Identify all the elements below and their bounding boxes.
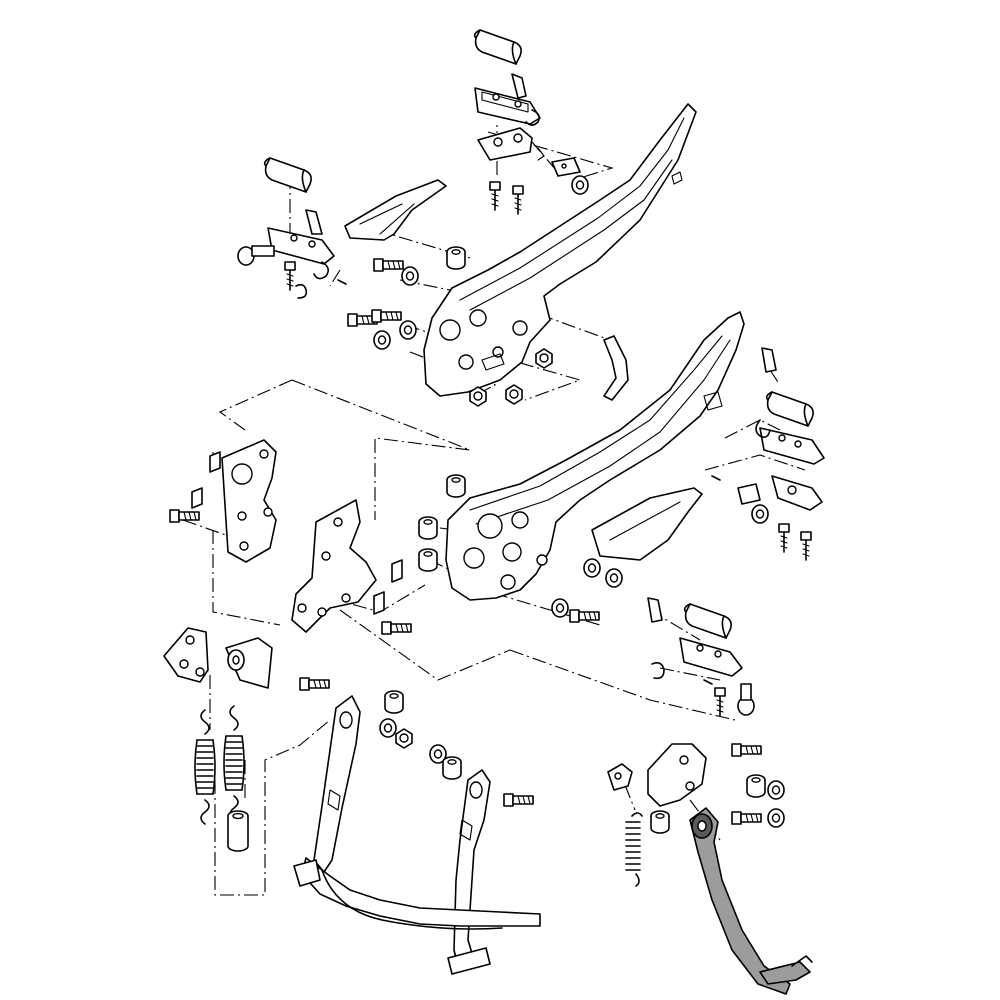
bolt [503, 793, 534, 807]
side-stand[interactable] [689, 807, 813, 995]
heel-guard-rib [359, 203, 415, 235]
heel-guard [591, 487, 703, 561]
bolt [512, 185, 524, 215]
cotter-pin [711, 475, 721, 481]
left-mount-plate [221, 439, 277, 563]
side-stand-bracket [647, 743, 707, 807]
washer [401, 266, 419, 286]
footpeg-bracket [679, 637, 743, 677]
bolt [731, 811, 762, 825]
washer [551, 598, 569, 618]
rear-mount-plate [291, 499, 377, 633]
collar [384, 690, 404, 714]
bolt [800, 531, 812, 561]
side-stand-switch [607, 763, 633, 791]
washer [571, 175, 589, 195]
collar [446, 474, 466, 498]
bolt [489, 181, 501, 211]
bracket-plate [737, 483, 761, 505]
spring-washer [651, 662, 665, 680]
footpeg-bracket [474, 87, 541, 125]
upper-rear-frame-bracket [423, 103, 697, 397]
stand-return-spring [223, 705, 245, 821]
heel-guard [344, 179, 447, 241]
return-spring [313, 261, 330, 280]
nut [469, 386, 487, 407]
return-spring [755, 419, 771, 438]
collar [442, 756, 462, 780]
nut [395, 728, 413, 749]
pivot-pin [761, 347, 777, 373]
collar [746, 774, 766, 798]
footpeg-rubber [263, 157, 312, 193]
washer [373, 330, 391, 350]
pivot-pin [305, 209, 323, 235]
footpeg-bracket [267, 227, 335, 265]
bolt [169, 509, 200, 523]
bracket-plate [551, 157, 581, 177]
bolt [299, 677, 330, 691]
side-stand-spring [625, 812, 643, 887]
bolt [731, 743, 762, 757]
bolt [284, 261, 296, 291]
bolt [778, 523, 790, 553]
heel-guard-rib [609, 501, 681, 541]
stand-bracket [163, 627, 209, 683]
rider-right-footpeg-assembly [647, 597, 755, 717]
passenger-right-footpeg-assembly [711, 347, 825, 561]
link-arm [603, 335, 629, 401]
nut [505, 384, 523, 405]
pivot-spring [525, 109, 540, 126]
center-stand [293, 695, 541, 975]
bolt [371, 309, 402, 323]
pivot-pin [511, 73, 527, 99]
bolt [373, 258, 404, 272]
nut [535, 348, 553, 369]
cotter-pin [537, 147, 545, 161]
cotter-pin [703, 679, 713, 685]
stand-pivot-housing [225, 637, 273, 689]
footpeg-bracket [759, 427, 825, 465]
footpeg-rubber [765, 391, 814, 427]
washer [751, 504, 769, 524]
collar [650, 810, 670, 834]
washer [605, 568, 623, 588]
washer [767, 780, 785, 800]
washer [583, 558, 601, 578]
bolt [381, 621, 412, 635]
washer [399, 320, 417, 340]
footpeg-rubber [473, 29, 522, 65]
main-frame-bracket [445, 311, 745, 601]
pivot-bolt [237, 245, 275, 266]
bolt [569, 609, 600, 623]
stand-return-spring [194, 709, 216, 825]
footpeg-rubber [683, 603, 732, 639]
collar [418, 516, 438, 540]
spring-washer [295, 283, 308, 299]
footpeg-plate [477, 127, 533, 161]
pivot-pin [647, 597, 663, 623]
cotter-pin [337, 279, 347, 285]
rider-left-footpeg-assembly [237, 157, 347, 299]
collar [446, 246, 466, 270]
stand-collar [227, 810, 249, 852]
collar [418, 548, 438, 572]
rear-right-footpeg-assembly [473, 29, 589, 215]
washer [767, 808, 785, 828]
washer [379, 718, 397, 738]
shim-plates [191, 451, 403, 615]
pivot-bolt [737, 683, 755, 716]
footpeg-plate [771, 475, 823, 511]
bolt [714, 687, 726, 717]
